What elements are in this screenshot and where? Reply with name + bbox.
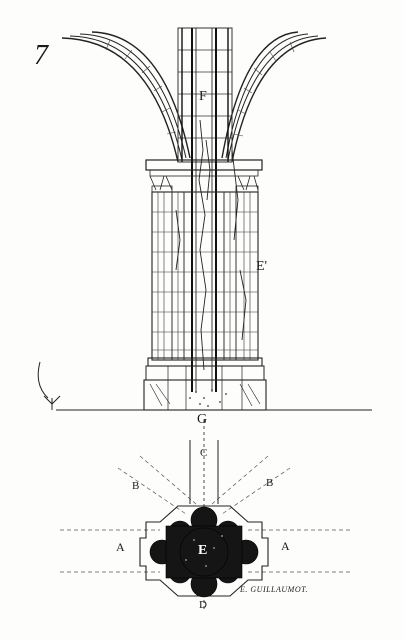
shaft-cracks: [175, 119, 247, 371]
plan-spur-c: [189, 440, 219, 504]
plan-pier-section: [149, 506, 259, 598]
base-stone-texture: [189, 389, 227, 407]
pier-base: [143, 357, 267, 411]
capital-band: [145, 159, 263, 193]
engraver-signature: E. GUILLAUMOT.: [240, 585, 308, 594]
label-e: E: [198, 543, 208, 558]
upper-wall: [177, 27, 233, 163]
axis-marker: [37, 361, 61, 410]
label-c: C: [200, 447, 208, 459]
label-b-right: B: [266, 477, 274, 489]
label-d: D: [199, 599, 207, 611]
left-arch: [61, 31, 191, 163]
label-e-prime: E': [256, 259, 268, 274]
figure-number: 7: [34, 40, 48, 71]
right-arch: [221, 31, 327, 163]
label-g: G: [197, 412, 208, 427]
label-f: F: [199, 89, 207, 104]
plan-section-texture: [185, 535, 223, 567]
central-colonnette: [181, 28, 229, 392]
label-b-left: B: [132, 480, 140, 492]
plan-projection-lines: [60, 455, 350, 573]
arch-voussoirs: [105, 39, 295, 137]
plan-outline: [139, 505, 269, 597]
label-a-left: A: [116, 540, 125, 554]
label-a-right: A: [281, 539, 290, 553]
